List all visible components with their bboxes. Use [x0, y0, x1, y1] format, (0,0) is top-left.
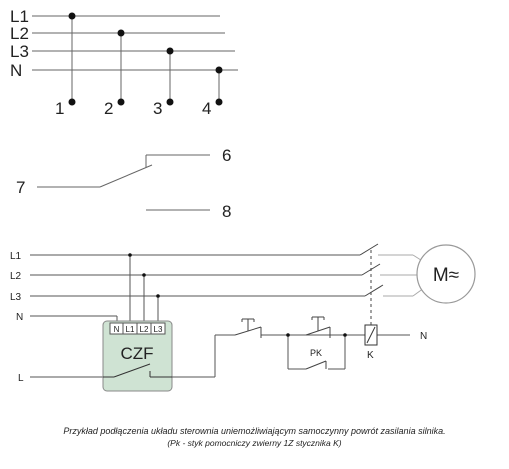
junction-dot — [343, 333, 347, 337]
caption-line-2: (Pk - styk pomocniczy zwierny 1Z styczni… — [167, 438, 342, 448]
terminal-label-1: 1 — [55, 99, 64, 118]
contact-symbol — [37, 154, 210, 211]
line-label-l: L — [18, 373, 24, 384]
junction-dot — [128, 253, 132, 257]
contact-label-8: 8 — [222, 202, 231, 221]
phase-legend — [32, 15, 238, 102]
aux-contact-label: PK — [310, 348, 322, 358]
caption-line-1: Przykład podłączenia układu sterownia un… — [63, 426, 446, 436]
terminal-label-2: 2 — [104, 99, 113, 118]
line-label-l3: L3 — [10, 292, 22, 303]
contact-label-6: 6 — [222, 146, 231, 165]
motor-label: M≈ — [433, 265, 459, 286]
line-label-l2: L2 — [10, 271, 22, 282]
phase-label-l2: L2 — [10, 24, 29, 43]
contactor-coil-mark — [366, 326, 376, 344]
motor — [416, 244, 476, 304]
czf-module — [102, 320, 173, 392]
terminal-dot — [166, 98, 174, 106]
junction-dot — [166, 47, 174, 55]
terminal-dot — [215, 98, 223, 106]
junction-dot — [142, 273, 146, 277]
terminal-dot — [68, 98, 76, 106]
aux-contact-pk — [305, 360, 327, 370]
terminal-label-4: 4 — [202, 99, 211, 118]
junction-dot — [215, 66, 223, 74]
czf-terminal-n: N — [114, 325, 120, 334]
supply-lines — [30, 254, 365, 378]
czf-terminal-l2: L2 — [140, 325, 149, 334]
czf-terminal-l3: L3 — [154, 325, 163, 334]
start-button — [305, 316, 331, 338]
czf-internal-contact — [103, 363, 172, 378]
terminal-dot — [117, 98, 125, 106]
czf-terminal-l1: L1 — [126, 325, 135, 334]
stop-button — [234, 318, 262, 338]
line-label-n: N — [16, 312, 23, 323]
czf-module-label: CZF — [120, 344, 153, 363]
junction-dot — [117, 29, 125, 37]
czf-terminal-block — [109, 322, 166, 335]
phase-label-n: N — [10, 61, 22, 80]
contact-label-7: 7 — [16, 178, 25, 197]
control-circuit — [172, 334, 410, 378]
contactor-main-contacts — [359, 243, 384, 325]
junction-dot — [156, 294, 160, 298]
terminal-label-3: 3 — [153, 99, 162, 118]
junction-dot — [286, 333, 290, 337]
line-label-l1: L1 — [10, 251, 22, 262]
contactor-label: K — [367, 350, 374, 361]
neutral-label: N — [420, 331, 427, 342]
junction-dot — [68, 12, 76, 20]
phase-label-l3: L3 — [10, 42, 29, 61]
phase-label-l1: L1 — [10, 7, 29, 26]
